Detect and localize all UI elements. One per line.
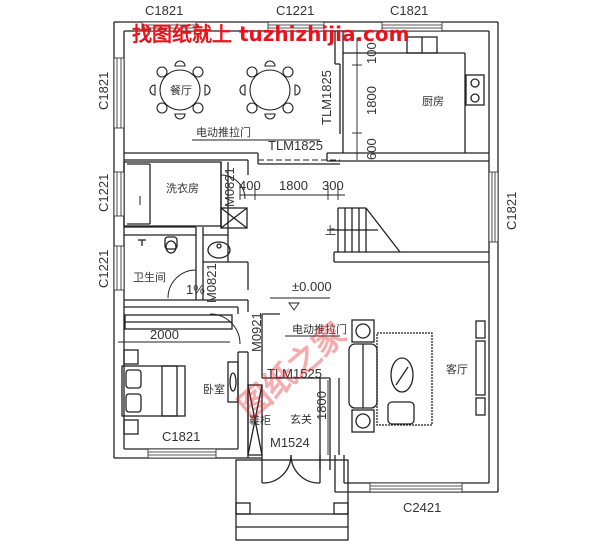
- watermark-top: 找图纸就上 tuzhizhijia.com: [132, 22, 409, 46]
- window-label-bedroom: C1821: [162, 429, 200, 444]
- dining-tables: [149, 60, 301, 120]
- room-label-bedroom: 卧室: [203, 382, 225, 396]
- window-label-right-stair: C1821: [504, 192, 519, 230]
- dim-corridor-b: 1800: [279, 178, 308, 193]
- room-label-bathroom: 卫生间: [133, 270, 166, 284]
- window-label-top-left: C1821: [145, 3, 183, 18]
- door-note-entry: 电动推拉门: [292, 322, 347, 336]
- door-label-entry-sliding: TLM1525: [267, 366, 322, 381]
- window-label-top-right: C1821: [390, 3, 428, 18]
- elevation-mark: ±0.000: [292, 279, 332, 294]
- door-note-dining: 电动推拉门: [196, 125, 251, 139]
- door-label-main-entry: M1524: [270, 435, 310, 450]
- dim-corridor-c: 300: [322, 178, 344, 193]
- bath-slope: 1%: [186, 282, 205, 297]
- door-label-laundry: M0821: [222, 167, 237, 207]
- room-label-living: 客厅: [446, 362, 468, 376]
- door-label-bath: M0821: [204, 263, 219, 303]
- room-label-laundry: 洗衣房: [166, 181, 199, 195]
- door-label-dining-vertical: TLM1825: [319, 70, 334, 125]
- room-label-dining: 餐厅: [170, 83, 192, 97]
- dim-corridor-a: 400: [239, 178, 261, 193]
- window-label-left-laundry: C1221: [96, 174, 111, 212]
- window-label-living: C2421: [403, 500, 441, 515]
- window-label-left-dining: C1821: [96, 72, 111, 110]
- dim-kitchen-top: 100: [364, 42, 379, 64]
- dim-kitchen-bottom: 600: [364, 138, 379, 160]
- door-label-dining: TLM1825: [268, 138, 323, 153]
- door-label-bedroom: M0921: [249, 312, 264, 352]
- room-label-shoe-cabinet: 鞋柜: [249, 413, 271, 427]
- room-label-kitchen: 厨房: [422, 95, 444, 108]
- dim-foyer: 1800: [314, 391, 329, 420]
- stair-up-label: 上: [325, 224, 336, 237]
- window-label-top-mid: C1221: [276, 3, 314, 18]
- room-label-foyer: 玄关: [290, 412, 312, 426]
- dim-kitchen-mid: 1800: [364, 86, 379, 115]
- window-label-left-bath: C1221: [96, 250, 111, 288]
- dim-wardrobe: 2000: [150, 327, 179, 342]
